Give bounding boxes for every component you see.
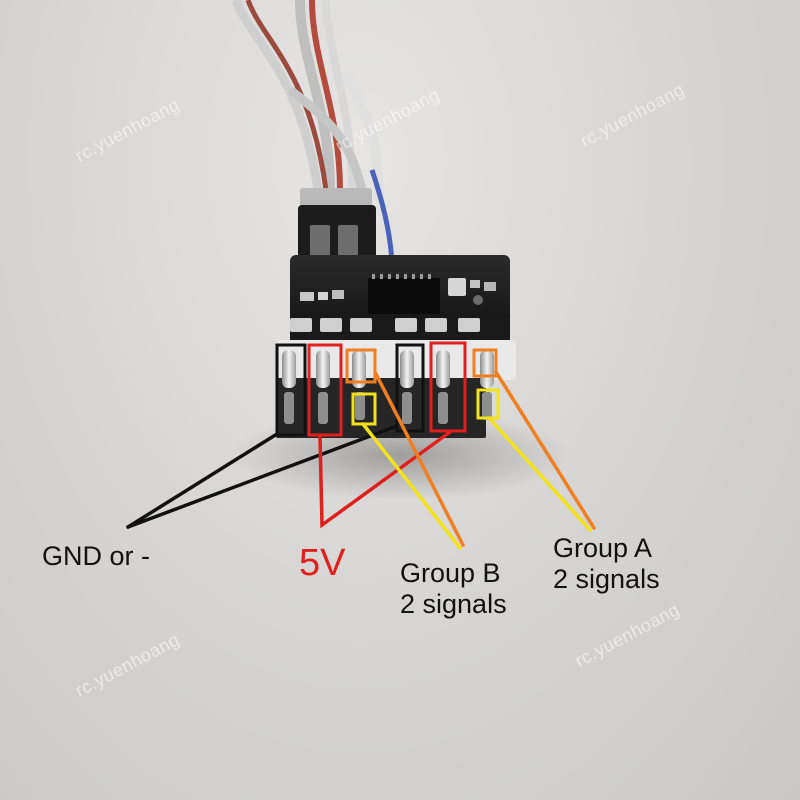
group-b-orange-line [373, 370, 465, 547]
group-b-title: Group B [400, 558, 501, 588]
gnd-line-1 [126, 432, 279, 529]
group-a-orange-line [494, 370, 596, 530]
five-volt-box-2 [429, 341, 467, 433]
group-b-subtitle: 2 signals [400, 589, 507, 620]
group-b-yellow-line [361, 422, 462, 550]
gnd-box-1 [275, 343, 307, 437]
header-pins [276, 340, 516, 438]
group-b-signal-1-box [345, 348, 377, 384]
five-volt-line [318, 430, 452, 529]
group-b-label: Group B 2 signals [400, 558, 507, 620]
leader-lines [126, 370, 596, 550]
gnd-line-2 [126, 424, 399, 529]
annotation-boxes [275, 341, 500, 437]
group-a-signal-1-box [472, 348, 498, 378]
group-a-yellow-line [487, 416, 592, 532]
cable-bundle [231, 0, 395, 263]
five-volt-label: 5V [299, 542, 346, 584]
group-a-label: Group A 2 signals [553, 533, 660, 595]
chip [368, 278, 440, 314]
gnd-label: GND or - [42, 541, 150, 571]
group-a-subtitle: 2 signals [553, 564, 660, 595]
pcb-board [290, 255, 510, 348]
five-volt-box-1 [307, 343, 343, 437]
group-a-title: Group A [553, 533, 653, 563]
gnd-box-2 [395, 343, 425, 433]
